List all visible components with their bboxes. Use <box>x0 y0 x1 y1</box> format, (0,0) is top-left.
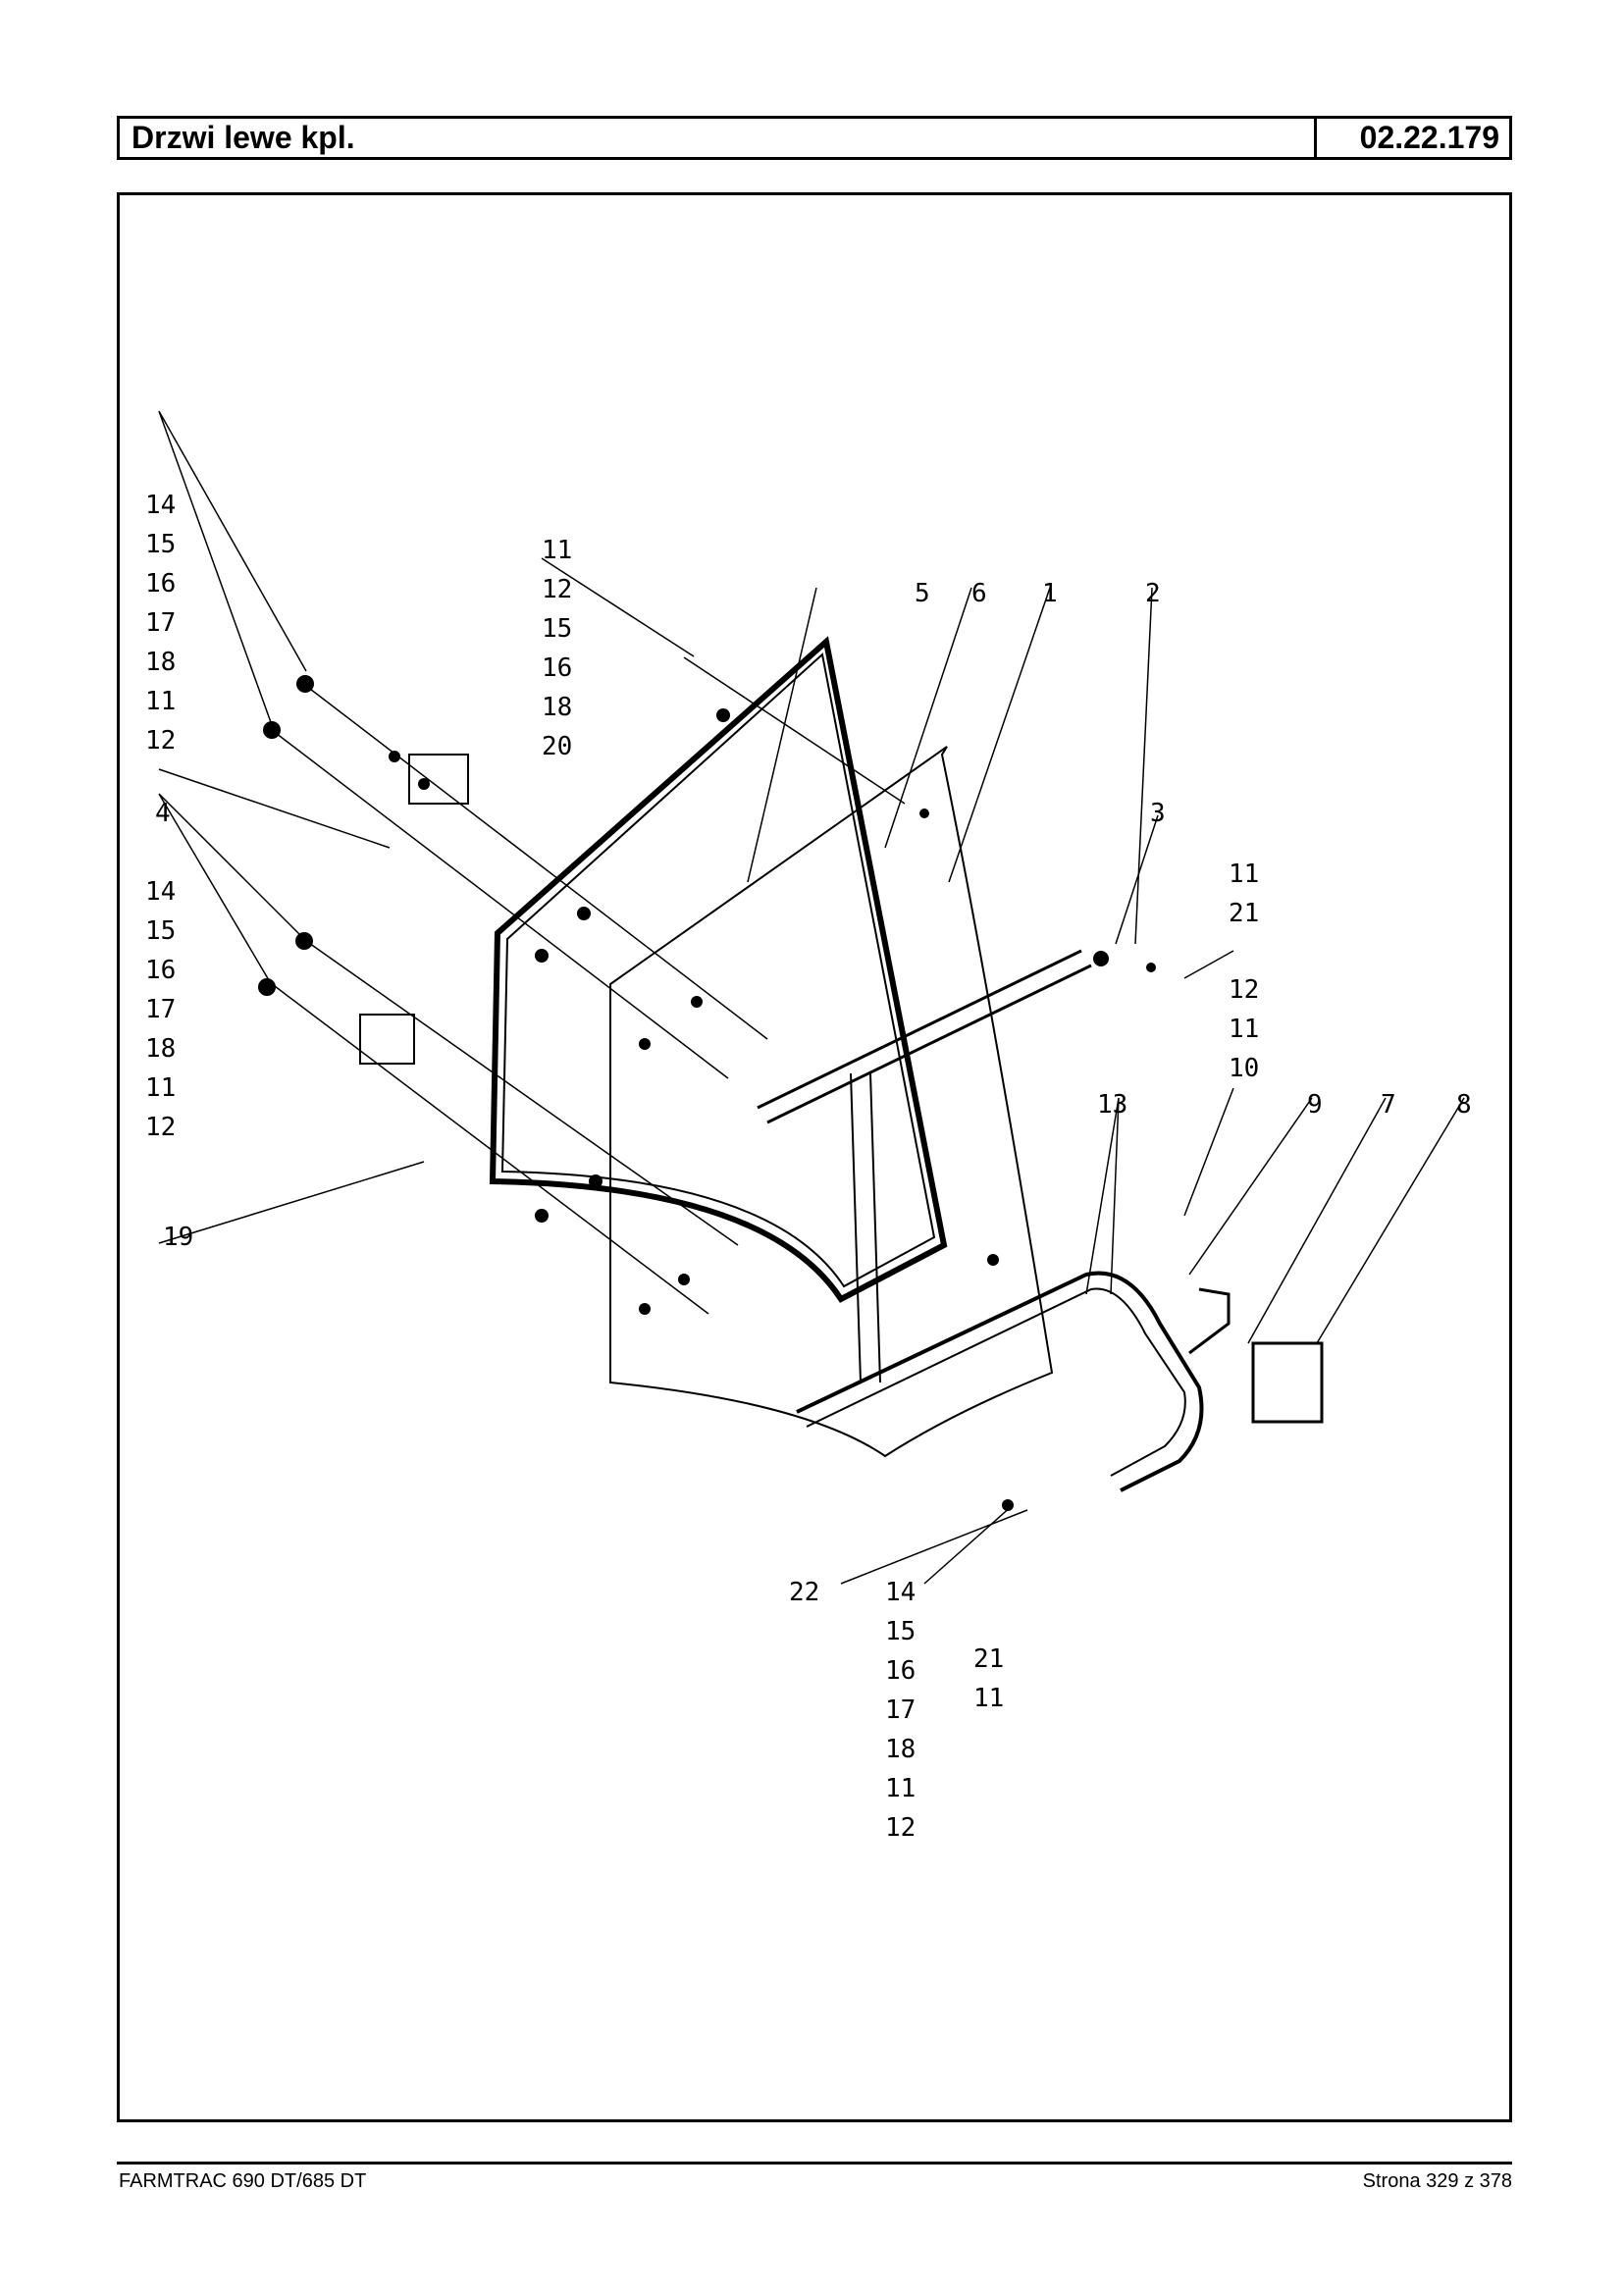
callout-label: 20 <box>542 732 572 761</box>
hinge-upper <box>408 754 469 805</box>
callout-label: 14 <box>145 877 176 907</box>
callout-layer: 14 15 16 17 18 11 12 14 15 16 17 18 11 1… <box>145 491 1472 1843</box>
callout-6: 6 <box>971 579 987 608</box>
callout-3: 3 <box>1150 799 1166 828</box>
lower-handle <box>796 1271 1204 1492</box>
part-code: 02.22.179 <box>1359 120 1499 155</box>
callout-label: 15 <box>542 614 572 644</box>
callout-label: 21 <box>973 1644 1004 1674</box>
callout-label: 12 <box>542 575 572 604</box>
callout-label: 18 <box>885 1735 916 1764</box>
callout-label: 12 <box>1229 975 1259 1005</box>
footer-model: FARMTRAC 690 DT/685 DT <box>119 2170 367 2192</box>
callout-22: 22 <box>789 1578 819 1607</box>
callout-label: 12 <box>145 1113 176 1142</box>
callout-label: 14 <box>145 491 176 520</box>
callout-7: 7 <box>1381 1090 1396 1120</box>
callout-label: 16 <box>885 1656 916 1686</box>
callout-label: 17 <box>145 995 176 1024</box>
callout-label: 21 <box>1229 899 1259 928</box>
callout-group-top-center: 11 12 15 16 18 20 <box>542 536 572 761</box>
hinge-lower <box>359 1014 415 1065</box>
callout-label: 18 <box>145 1034 176 1064</box>
callout-13: 13 <box>1097 1090 1127 1120</box>
callout-label: 12 <box>145 726 176 756</box>
callout-label: 16 <box>542 653 572 683</box>
callout-label: 11 <box>973 1684 1004 1713</box>
footer-page-number: Strona 329 z 378 <box>1362 2170 1512 2192</box>
callout-label: 11 <box>145 687 176 716</box>
page-title: Drzwi lewe kpl. <box>120 119 1317 157</box>
callout-group-top-left: 14 15 16 17 18 11 12 <box>145 491 176 756</box>
callout-label: 11 <box>542 536 572 565</box>
latch <box>1188 1287 1231 1355</box>
callout-2: 2 <box>1145 579 1161 608</box>
callout-group-right-1: 11 21 <box>1229 860 1259 928</box>
callout-label: 15 <box>885 1617 916 1646</box>
callout-1: 1 <box>1042 579 1058 608</box>
glass-panel <box>609 746 1054 1458</box>
header-bar: Drzwi lewe kpl. 02.22.179 <box>117 116 1512 160</box>
footer-rule <box>117 2162 1512 2165</box>
callout-5: 5 <box>915 579 930 608</box>
callout-label: 18 <box>542 693 572 722</box>
callout-group-bottom-center: 14 15 16 17 18 11 12 <box>885 1578 916 1843</box>
callout-label: 11 <box>1229 1015 1259 1044</box>
callout-label: 18 <box>145 648 176 677</box>
callout-label: 12 <box>885 1813 916 1843</box>
callout-9: 9 <box>1307 1090 1323 1120</box>
diagram-frame: 14 15 16 17 18 11 12 14 15 16 17 18 11 1… <box>117 192 1512 2122</box>
callout-group-mid-left: 14 15 16 17 18 11 12 <box>145 877 176 1142</box>
callout-label: 14 <box>885 1578 916 1607</box>
callout-label: 15 <box>145 916 176 946</box>
handle-bar <box>757 949 1092 1124</box>
callout-8: 8 <box>1456 1090 1472 1120</box>
lock-housing <box>1251 1341 1324 1424</box>
exploded-diagram <box>158 410 1465 1585</box>
callout-label: 15 <box>145 530 176 559</box>
callout-label: 17 <box>145 608 176 638</box>
callout-label: 10 <box>1229 1054 1259 1083</box>
callout-19: 19 <box>163 1223 193 1252</box>
callout-4: 4 <box>155 799 171 828</box>
callout-label: 16 <box>145 956 176 985</box>
callout-group-right-2: 12 11 10 <box>1229 975 1259 1083</box>
callout-label: 11 <box>1229 860 1259 889</box>
callout-label: 11 <box>145 1073 176 1103</box>
callout-label: 11 <box>885 1774 916 1803</box>
callout-label: 17 <box>885 1695 916 1725</box>
callout-group-bottom-right: 21 11 <box>973 1644 1004 1713</box>
callout-label: 16 <box>145 569 176 599</box>
door-frame <box>489 636 948 1303</box>
